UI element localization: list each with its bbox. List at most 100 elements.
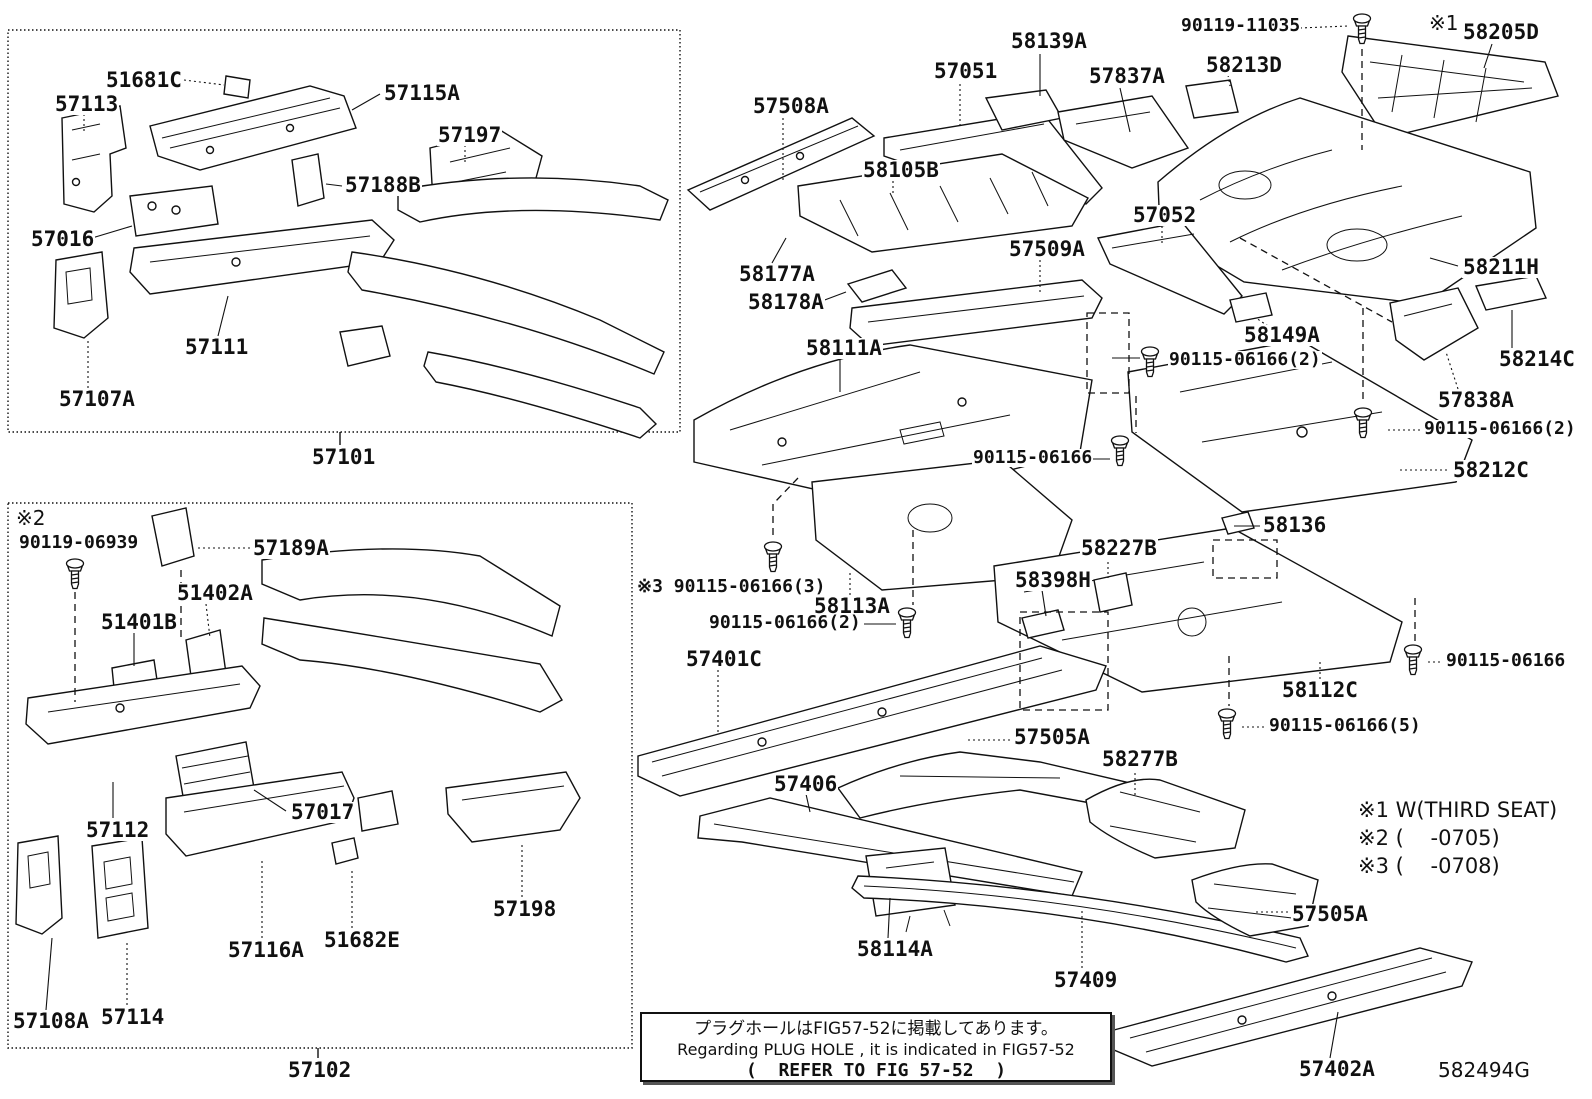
part-label-58214C[interactable]: 58214C	[1498, 347, 1576, 371]
part-58205D-drawing	[1341, 35, 1559, 139]
part-57505A-rear-drawing	[1191, 863, 1319, 937]
note-refer-line: ( REFER TO FIG 57-52 )	[745, 1059, 1007, 1081]
part-label-57406[interactable]: 57406	[773, 772, 839, 796]
part-label-90115-06166-5[interactable]: 90115-06166(5)	[1268, 715, 1422, 736]
part-label-58277B[interactable]: 58277B	[1101, 747, 1179, 771]
part-label-57838A[interactable]: 57838A	[1437, 388, 1515, 412]
part-57508A-drawing	[686, 117, 876, 211]
part-label-57112[interactable]: 57112	[85, 818, 151, 842]
part-label-51402A[interactable]: 51402A	[176, 581, 254, 605]
leader-lines	[45, 25, 1513, 1059]
part-label-57102[interactable]: 57102	[287, 1058, 353, 1082]
part-label-57509A[interactable]: 57509A	[1008, 237, 1086, 261]
part-label-57116A[interactable]: 57116A	[227, 938, 305, 962]
part-58149A-drawing	[1229, 292, 1273, 323]
part-58214C-drawing	[1475, 275, 1548, 311]
part-label-90119-06939[interactable]: 90119-06939	[18, 532, 140, 553]
part-label-57052[interactable]: 57052	[1132, 203, 1198, 227]
part-57509A-drawing	[849, 279, 1103, 347]
part-label-58139A[interactable]: 58139A	[1010, 29, 1088, 53]
part-rail-lower-drawing	[347, 251, 665, 375]
part-label-58212C[interactable]: 58212C	[1452, 458, 1530, 482]
part-51681C-drawing	[223, 75, 251, 99]
part-label-58177A[interactable]: 58177A	[738, 262, 816, 286]
part-57401C-drawing	[637, 645, 1107, 797]
part-label-57107A[interactable]: 57107A	[58, 387, 136, 411]
bolt-icon	[1110, 435, 1130, 467]
part-label-51401B[interactable]: 51401B	[100, 610, 178, 634]
part-label-58112C[interactable]: 58112C	[1281, 678, 1359, 702]
legend-line-3: ※3 ( -0708)	[1358, 854, 1500, 878]
part-58178A-drawing	[846, 269, 908, 303]
part-57409-drawing	[851, 875, 1309, 963]
part-label-58211H[interactable]: 58211H	[1462, 255, 1540, 279]
part-label-57115A[interactable]: 57115A	[383, 81, 461, 105]
ref-mark-1: ※1	[1428, 11, 1460, 35]
bolt-icon	[65, 558, 85, 590]
part-label-57016[interactable]: 57016	[30, 227, 96, 251]
part-label-51681C[interactable]: 51681C	[105, 68, 183, 92]
part-label-58178A[interactable]: 58178A	[747, 290, 825, 314]
part-57108A-drawing	[15, 835, 63, 935]
part-label-90115-06166-2-a[interactable]: 90115-06166(2)	[1168, 349, 1322, 370]
part-label-58149A[interactable]: 58149A	[1243, 323, 1321, 347]
part-57112-drawing	[25, 665, 261, 745]
part-label-58111A[interactable]: 58111A	[805, 336, 883, 360]
part-label-57409[interactable]: 57409	[1053, 968, 1119, 992]
bolt-icon	[763, 541, 783, 573]
part-57107A-drawing	[53, 251, 109, 339]
part-label-57837A[interactable]: 57837A	[1088, 64, 1166, 88]
part-label-58227B[interactable]: 58227B	[1080, 536, 1158, 560]
part-label-57505A-rear[interactable]: 57505A	[1291, 902, 1369, 926]
bolt-icon	[897, 607, 917, 639]
part-label-90119-11035[interactable]: 90119-11035	[1180, 15, 1302, 36]
part-label-58398H[interactable]: 58398H	[1014, 568, 1092, 592]
part-label-58113A[interactable]: 58113A	[813, 594, 891, 618]
part-58227B-drawing	[1093, 572, 1133, 613]
part-label-57108A[interactable]: 57108A	[12, 1009, 90, 1033]
legend-line-1: ※1 W(THIRD SEAT)	[1358, 798, 1558, 822]
part-label-58114A[interactable]: 58114A	[856, 937, 934, 961]
part-label-58213D[interactable]: 58213D	[1205, 53, 1283, 77]
part-label-57402A[interactable]: 57402A	[1298, 1057, 1376, 1081]
part-label-90115-06166-b[interactable]: 90115-06166	[1445, 650, 1567, 671]
part-label-58205D[interactable]: 58205D	[1462, 20, 1540, 44]
part-label-90115-06166-2-c[interactable]: 90115-06166(2)	[708, 612, 862, 633]
note-english-line: Regarding PLUG HOLE , it is indicated in…	[677, 1039, 1075, 1059]
part-57114-drawing	[91, 837, 149, 939]
part-label-57188B[interactable]: 57188B	[344, 173, 422, 197]
part-label-57189A[interactable]: 57189A	[252, 536, 330, 560]
figure-code: 582494G	[1438, 1058, 1530, 1082]
part-label-57198[interactable]: 57198	[492, 897, 558, 921]
part-57198-drawing	[445, 771, 581, 843]
box-57101	[7, 29, 681, 433]
part-label-57051[interactable]: 57051	[933, 59, 999, 83]
part-label-57505A-front[interactable]: 57505A	[1013, 725, 1091, 749]
part-label-57197[interactable]: 57197	[437, 123, 503, 147]
part-label-58136[interactable]: 58136	[1262, 513, 1328, 537]
part-58277B-drawing	[1085, 778, 1246, 859]
part-label-57114[interactable]: 57114	[100, 1005, 166, 1029]
note-japanese-line: プラグホールはFIG57-52に掲載してあります。	[694, 1018, 1058, 1039]
part-label-90115-06166-2-b[interactable]: 90115-06166(2)	[1423, 418, 1577, 439]
ref-mark-2: ※2	[15, 506, 47, 530]
part-label-57017[interactable]: 57017	[290, 800, 356, 824]
part-label-90115-06166-a[interactable]: 90115-06166	[972, 447, 1094, 468]
part-label-90115-06166-3[interactable]: ※3 90115-06166(3)	[636, 576, 827, 597]
assembly-57101-drawing	[53, 75, 669, 439]
part-57402A-drawing	[1113, 947, 1473, 1067]
part-label-58105B[interactable]: 58105B	[862, 158, 940, 182]
part-label-57401C[interactable]: 57401C	[685, 647, 763, 671]
part-label-57508A[interactable]: 57508A	[752, 94, 830, 118]
part-label-57101[interactable]: 57101	[311, 445, 377, 469]
bolt-icon	[1403, 644, 1423, 676]
part-label-51682E[interactable]: 51682E	[323, 928, 401, 952]
box-57102	[7, 502, 633, 1049]
part-57838A-drawing	[1389, 287, 1479, 361]
legend-line-2: ※2 ( -0705)	[1358, 826, 1500, 850]
part-rail-upper-drawing	[397, 177, 669, 223]
part-label-57111[interactable]: 57111	[184, 335, 250, 359]
part-label-57113[interactable]: 57113	[54, 92, 120, 116]
bolt-icon	[1217, 708, 1237, 740]
